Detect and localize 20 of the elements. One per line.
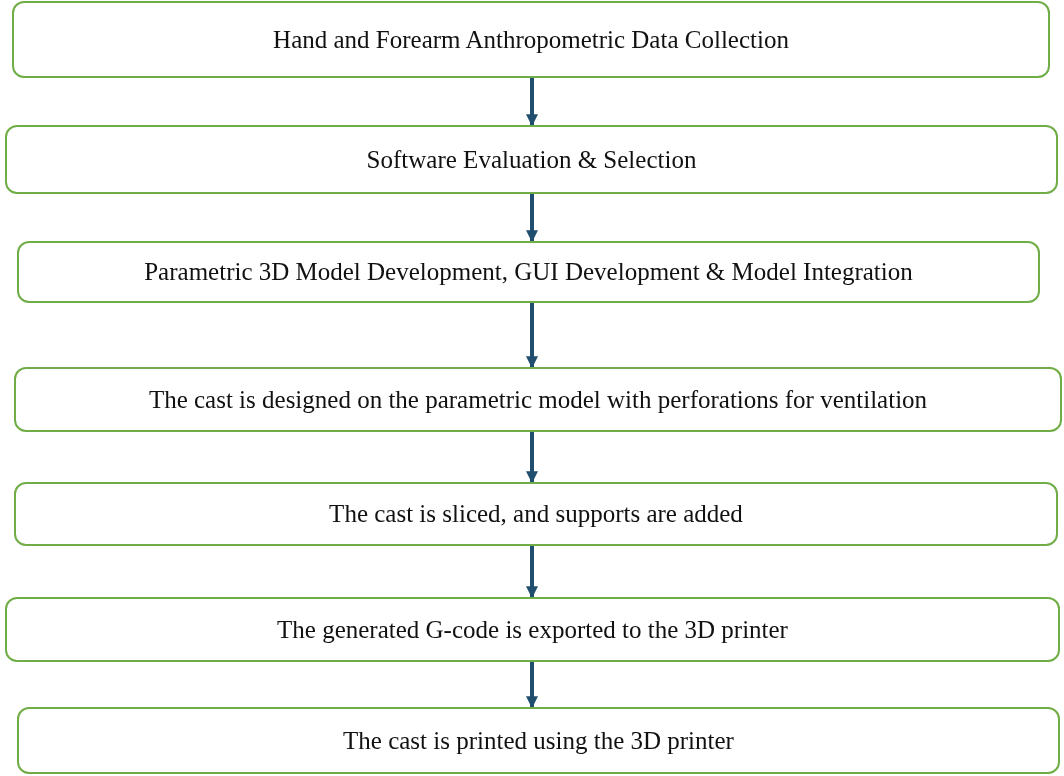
- process-box: [17, 241, 1040, 303]
- arrow: [526, 432, 538, 484]
- arrow: [526, 662, 538, 709]
- process-box: [12, 1, 1050, 78]
- step-text: Software Evaluation & Selection: [366, 145, 697, 174]
- step-text: Hand and Forearm Anthropometric Data Collection: [273, 25, 789, 54]
- arrow: [526, 546, 538, 599]
- arrow: [526, 194, 538, 243]
- process-box: [14, 482, 1058, 546]
- process-box: [17, 707, 1060, 774]
- step-text: The cast is designed on the parametric model with perforations for ventilation: [148, 385, 928, 414]
- process-box: [5, 125, 1058, 194]
- process-box: [14, 367, 1062, 432]
- arrow: [526, 78, 538, 127]
- step-text: Parametric 3D Model Development, GUI Development & Model Integration: [144, 258, 913, 286]
- arrow: [526, 303, 538, 369]
- step-text: The generated G-code is exported to the 3D printer: [277, 615, 788, 644]
- process-box: [5, 597, 1060, 662]
- step-text: The cast is sliced, and supports are added: [329, 500, 743, 528]
- step-text: The cast is printed using the 3D printer: [343, 726, 734, 755]
